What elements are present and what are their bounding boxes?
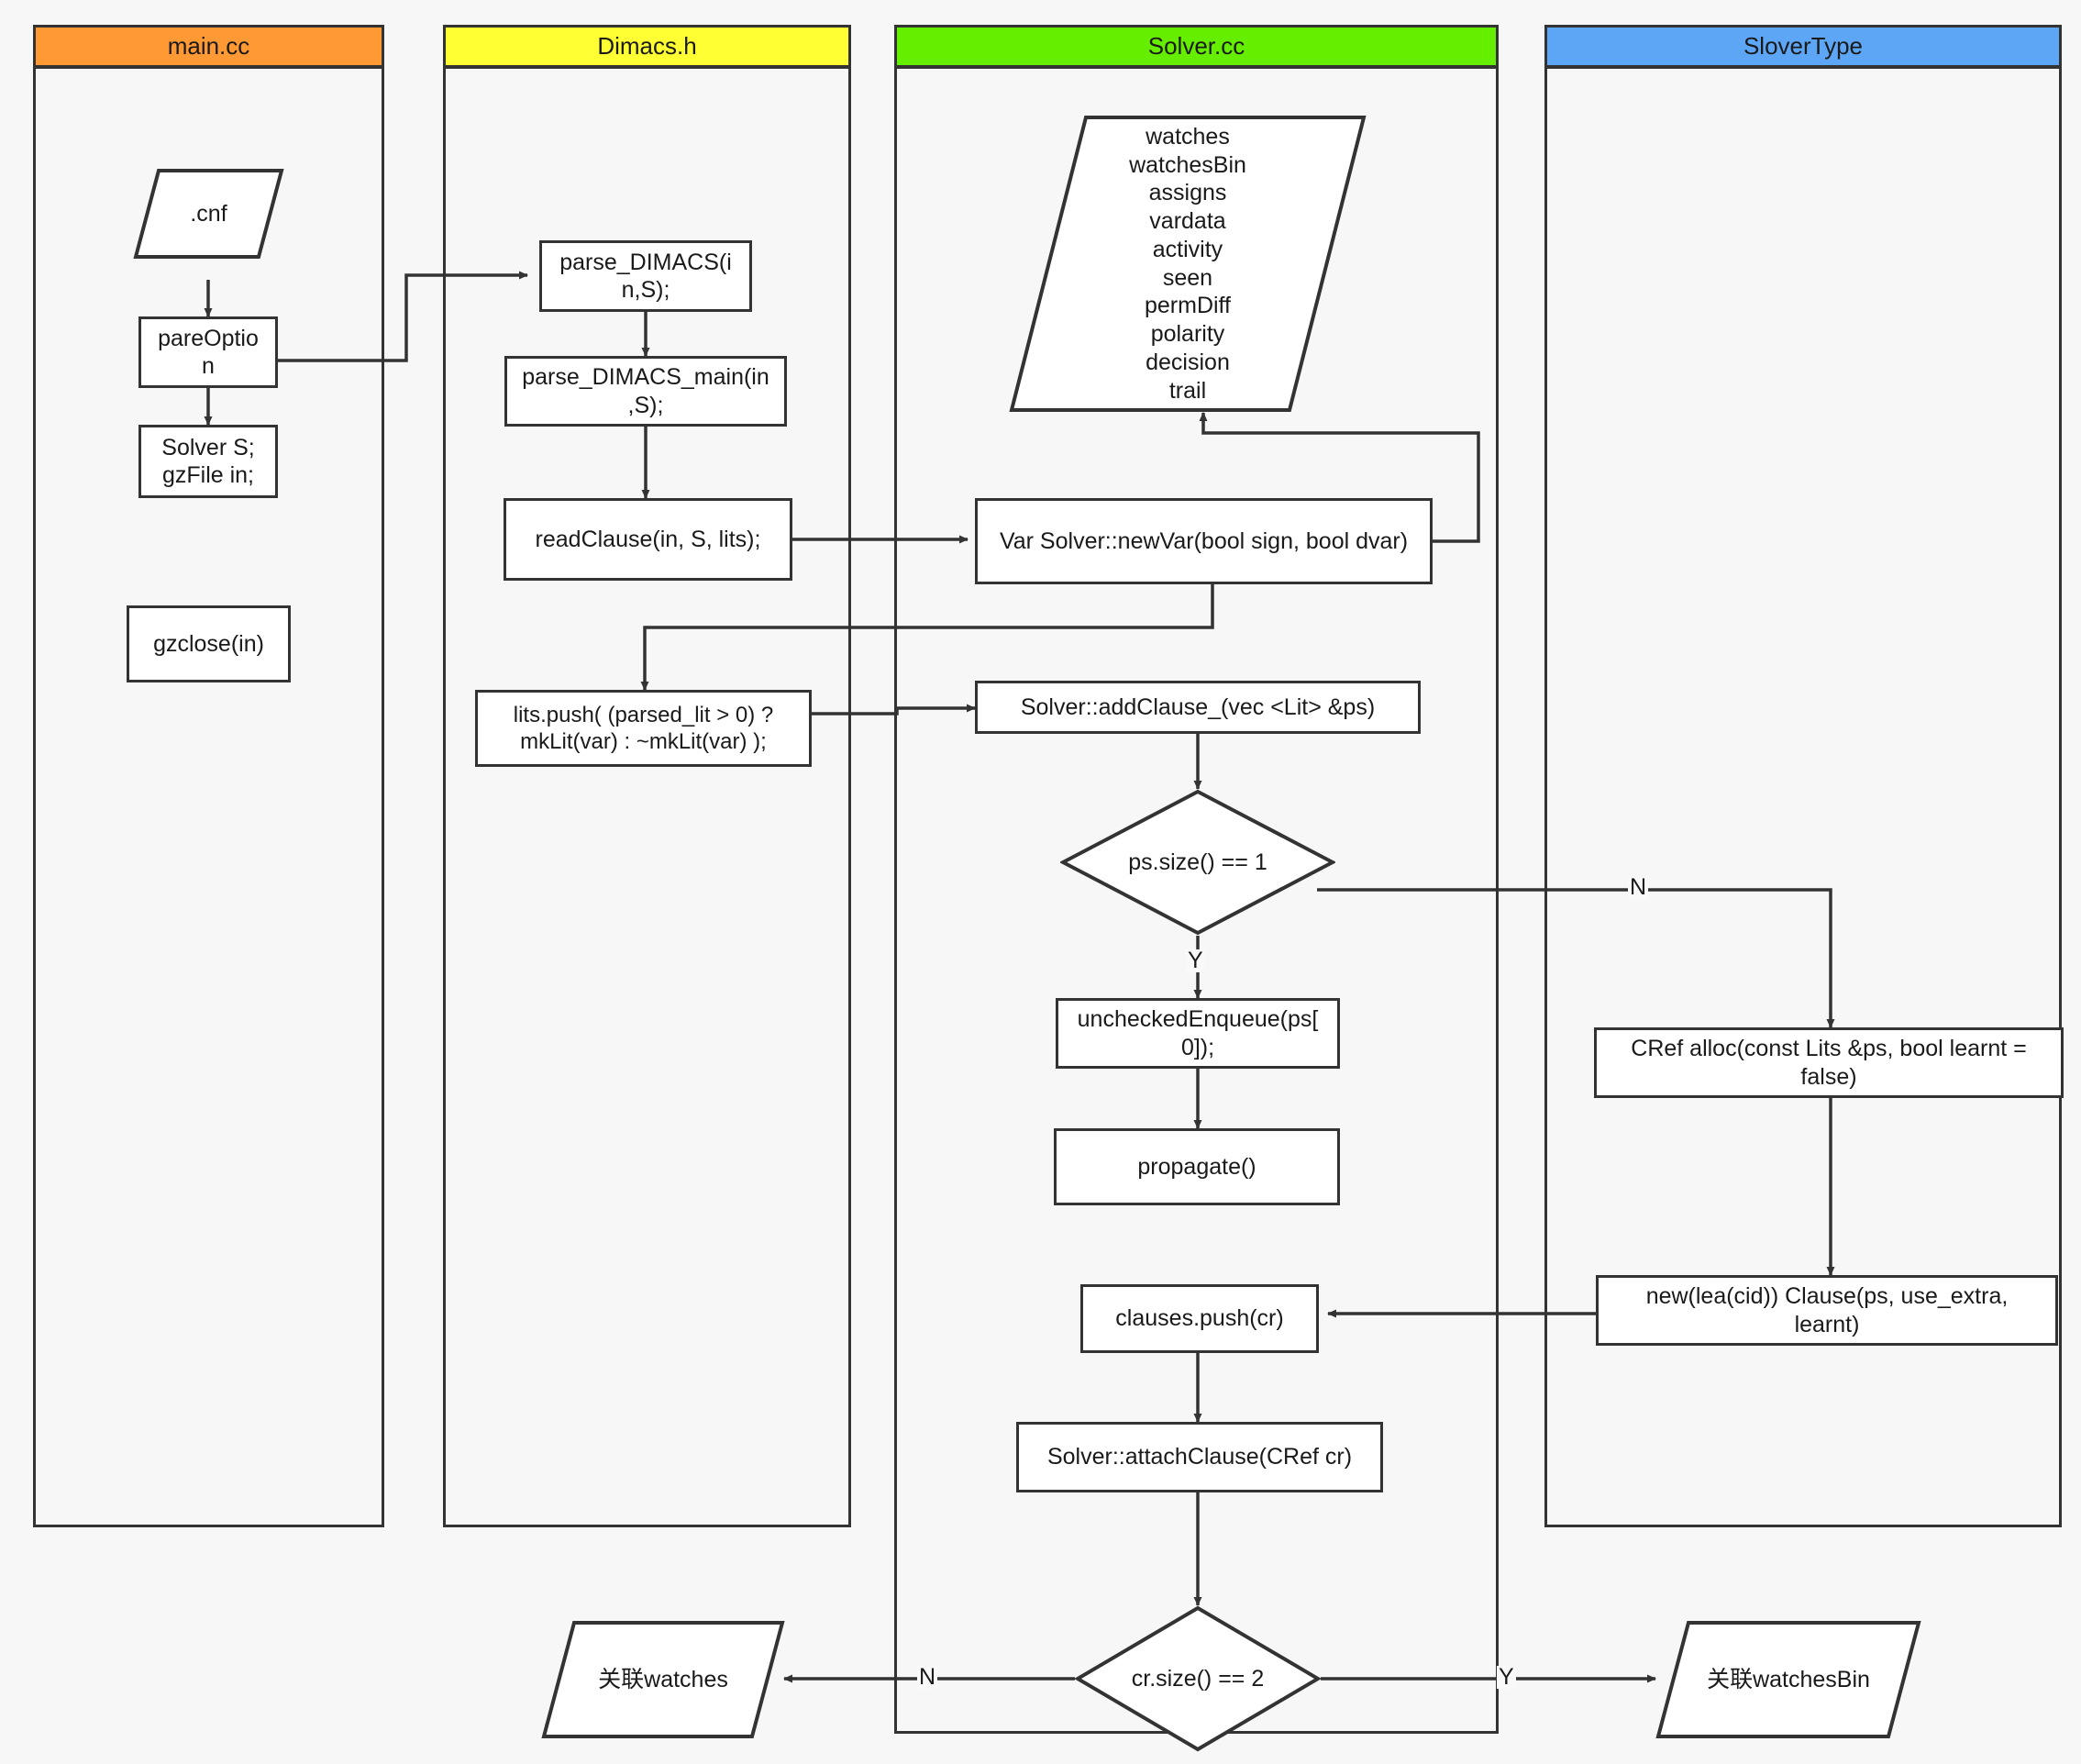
node-new-clause-line1: new(lea(cid)) Clause(ps, use_extra, [1645,1283,2009,1309]
node-link-watches[interactable]: 关联watches [541,1620,785,1739]
lane-header-main-cc: main.cc [33,25,384,68]
lane-header-slover-type: SloverType [1544,25,2062,68]
node-cref-alloc-line2: false) [1800,1063,1857,1090]
node-gzclose-label: gzclose(in) [153,630,264,657]
node-pare-option[interactable]: pareOptio n [138,316,278,388]
node-add-clause-label: Solver::addClause_(vec <Lit> &ps) [1020,693,1376,720]
node-cref-alloc[interactable]: CRef alloc(const Lits &ps, bool learnt =… [1594,1027,2064,1098]
edge-label-ps-size-no: N [1628,874,1649,900]
node-cnf-input[interactable]: .cnf [133,168,284,260]
node-propagate[interactable]: propagate() [1054,1128,1340,1205]
node-lits-push-line2: mkLit(var) : ~mkLit(var) ); [520,729,767,754]
node-propagate-label: propagate() [1137,1153,1256,1180]
node-new-var-label: Var Solver::newVar(bool sign, bool dvar) [999,527,1409,554]
node-link-watches-label: 关联watches [598,1666,728,1692]
edge-label-cr-size-yes: Y [1497,1664,1516,1690]
lane-title-main-cc: main.cc [167,32,250,60]
node-unchecked-enqueue-line1: uncheckedEnqueue(ps[ [1077,1006,1319,1032]
node-ps-size-decision[interactable]: ps.size() == 1 [1060,789,1335,936]
node-cref-alloc-line1: CRef alloc(const Lits &ps, bool learnt = [1631,1036,2027,1061]
node-parse-dimacs-main[interactable]: parse_DIMACS_main(in ,S); [504,356,787,427]
node-cr-size-decision[interactable]: cr.size() == 2 [1075,1605,1321,1752]
node-gzclose[interactable]: gzclose(in) [127,605,291,682]
node-lits-push-line1: lits.push( (parsed_lit > 0) ? [513,702,774,727]
node-solver-state-vars-label: watches watchesBin assigns vardata activ… [1129,123,1246,404]
node-solver-s-line1: Solver S; [161,434,255,460]
node-attach-clause-label: Solver::attachClause(CRef cr) [1046,1444,1353,1470]
node-read-clause-label: readClause(in, S, lits); [535,526,761,552]
node-parse-dimacs-line1: parse_DIMACS(i [559,249,732,275]
node-unchecked-enqueue-line2: 0]); [1180,1034,1215,1060]
node-solver-s-line2: gzFile in; [161,462,255,488]
node-attach-clause[interactable]: Solver::attachClause(CRef cr) [1016,1422,1383,1492]
node-pare-option-line1: pareOptio [158,325,259,351]
node-lits-push[interactable]: lits.push( (parsed_lit > 0) ? mkLit(var)… [475,690,812,767]
node-pare-option-line2: n [202,353,215,379]
node-new-clause[interactable]: new(lea(cid)) Clause(ps, use_extra, lear… [1596,1275,2058,1346]
node-new-var[interactable]: Var Solver::newVar(bool sign, bool dvar) [975,498,1433,584]
node-parse-dimacs-main-line2: ,S); [627,392,664,418]
node-new-clause-line2: learnt) [1794,1311,1860,1337]
edge-label-ps-size-yes: Y [1186,948,1205,973]
node-clauses-push[interactable]: clauses.push(cr) [1080,1284,1319,1353]
lane-main-cc [33,66,384,1527]
node-cr-size-label: cr.size() == 2 [1131,1665,1265,1692]
node-add-clause[interactable]: Solver::addClause_(vec <Lit> &ps) [975,681,1421,734]
node-solver-state-vars[interactable]: watches watchesBin assigns vardata activ… [1009,115,1367,413]
node-link-watches-bin-label: 关联watchesBin [1707,1666,1870,1692]
lane-header-solver-cc: Solver.cc [894,25,1499,68]
node-link-watches-bin[interactable]: 关联watchesBin [1655,1620,1921,1739]
node-parse-dimacs-line2: n,S); [621,277,670,303]
node-parse-dimacs[interactable]: parse_DIMACS(i n,S); [539,240,752,312]
lane-title-slover-type: SloverType [1743,32,1864,60]
edge-label-cr-size-no: N [917,1664,938,1690]
node-solver-s-decl[interactable]: Solver S; gzFile in; [138,425,278,498]
node-parse-dimacs-main-line1: parse_DIMACS_main(in [522,364,769,390]
node-read-clause[interactable]: readClause(in, S, lits); [504,498,792,581]
node-unchecked-enqueue[interactable]: uncheckedEnqueue(ps[ 0]); [1056,998,1340,1069]
node-clauses-push-label: clauses.push(cr) [1115,1305,1284,1332]
lane-title-solver-cc: Solver.cc [1147,32,1245,60]
lane-header-dimacs-h: Dimacs.h [443,25,851,68]
node-cnf-label: .cnf [190,200,227,227]
node-ps-size-label: ps.size() == 1 [1128,849,1267,875]
lane-title-dimacs-h: Dimacs.h [597,32,697,60]
